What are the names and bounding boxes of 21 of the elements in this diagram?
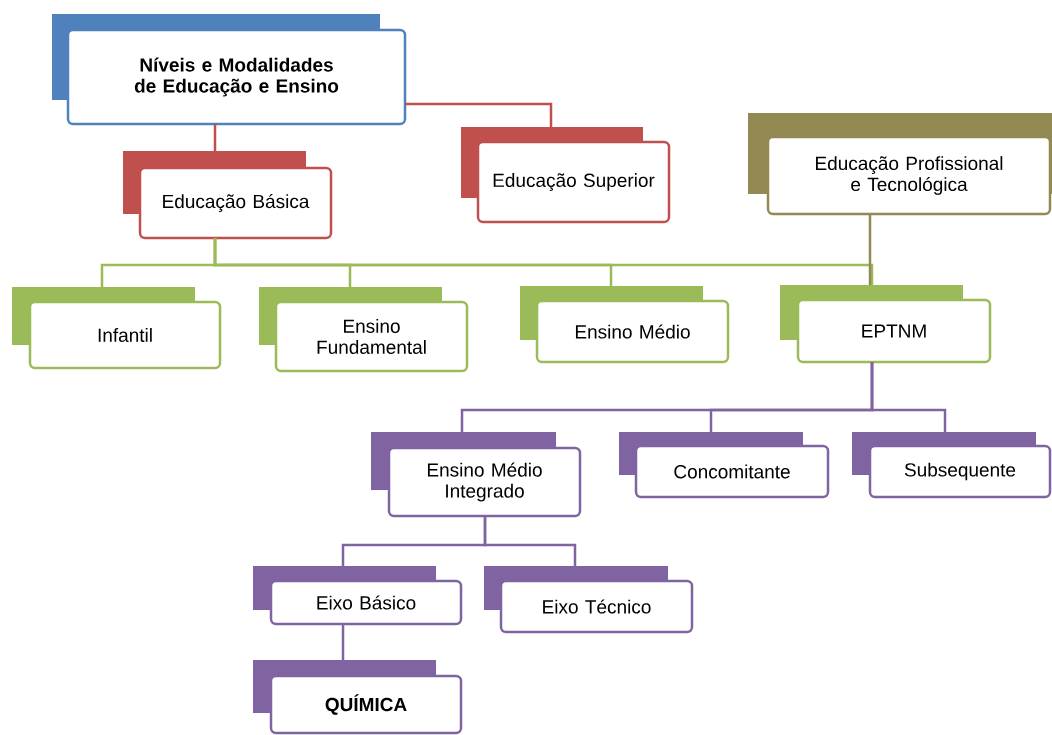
org-box: Níveis e Modalidades de Educação e Ensino — [52, 14, 407, 126]
org-box: Educação Básica — [123, 151, 333, 240]
connector-line — [213, 238, 874, 285]
org-box: Ensino Fundamental — [259, 287, 469, 373]
org-box: Ensino Médio — [520, 286, 730, 364]
org-box: Infantil — [12, 287, 222, 370]
connector-line — [870, 362, 947, 432]
org-box: EPTNM — [780, 285, 992, 364]
org-box: QUÍMICA — [253, 660, 463, 735]
org-box: Eixo Técnico — [484, 566, 694, 634]
connector-line — [213, 124, 217, 151]
connector-line — [405, 102, 553, 127]
org-box: Subsequente — [852, 432, 1052, 499]
org-box: Concomitante — [619, 432, 830, 499]
org-box: Ensino Médio Integrado — [371, 432, 582, 518]
connector-line — [483, 516, 577, 566]
org-box: Eixo Básico — [253, 566, 463, 626]
connector-line — [868, 214, 872, 285]
connector-line — [341, 624, 345, 660]
org-box: Educação Superior — [461, 127, 671, 224]
org-box: Educação Profissional e Tecnológica — [748, 113, 1052, 216]
